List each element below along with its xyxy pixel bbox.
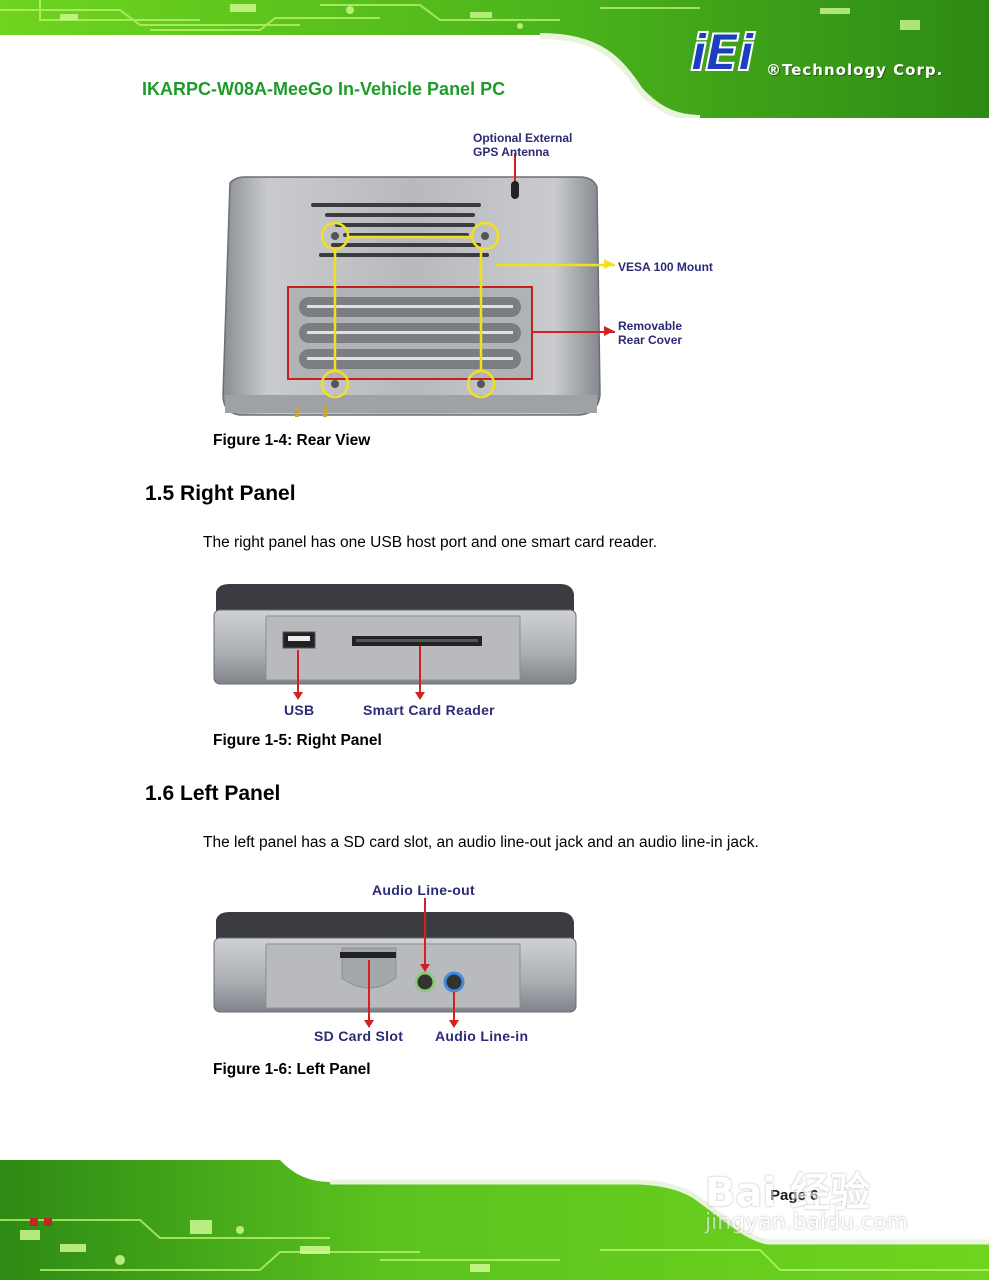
right-panel-image <box>213 584 577 700</box>
sd-card-slot-label: SD Card Slot <box>314 1028 404 1044</box>
usb-label: USB <box>284 702 315 718</box>
circuit-board-footer-banner <box>0 1160 989 1280</box>
audio-line-out-label: Audio Line-out <box>372 882 475 898</box>
figure-1-4-caption: Figure 1-4: Rear View <box>213 432 371 449</box>
watermark-main-text: Bai 经验 <box>705 1170 871 1216</box>
rear-cover-callout: Removable Rear Cover <box>618 319 682 347</box>
smart-card-reader-label: Smart Card Reader <box>363 702 495 718</box>
figure-1-5-caption: Figure 1-5: Right Panel <box>213 732 382 749</box>
rear-cover-callout-line2: Rear Cover <box>618 333 683 347</box>
gps-antenna-callout: Optional External GPS Antenna <box>473 131 572 159</box>
rear-view-image <box>222 153 615 417</box>
page-header: IKARPC-W08A-MeeGo In-Vehicle Panel PC iE… <box>0 0 989 118</box>
gps-antenna-callout-line2: GPS Antenna <box>473 145 550 159</box>
vesa-arrow-icon <box>604 259 614 269</box>
section-1-6-body: The left panel has a SD card slot, an au… <box>203 834 759 851</box>
audio-line-in-label: Audio Line-in <box>435 1028 529 1044</box>
rear-cover-arrow-icon <box>604 326 614 336</box>
section-1-5-heading: 1.5 Right Panel <box>145 482 296 505</box>
section-1-5-body: The right panel has one USB host port an… <box>203 534 658 551</box>
figure-1-6-caption: Figure 1-6: Left Panel <box>213 1061 371 1078</box>
document-title: IKARPC-W08A-MeeGo In-Vehicle Panel PC <box>142 79 506 99</box>
left-panel-image <box>213 898 577 1028</box>
iei-logo: iEi ®Technology Corp. <box>689 24 950 88</box>
watermark-sub-text: jingyan.baidu.com <box>705 1210 909 1235</box>
page-footer <box>0 1160 989 1280</box>
iei-logo-mark: iEi <box>689 24 755 82</box>
vesa-mount-callout: VESA 100 Mount <box>618 260 713 274</box>
gps-antenna-callout-line1: Optional External <box>473 131 573 145</box>
circuit-board-banner <box>0 0 989 118</box>
rear-cover-callout-line1: Removable <box>618 319 683 333</box>
page-number: Page 6 <box>770 1187 819 1204</box>
baidu-watermark: Bai 经验 jingyan.baidu.com <box>700 1150 940 1245</box>
logo-company-text: ®Technology Corp. <box>766 61 944 79</box>
section-1-6-heading: 1.6 Left Panel <box>145 782 281 805</box>
